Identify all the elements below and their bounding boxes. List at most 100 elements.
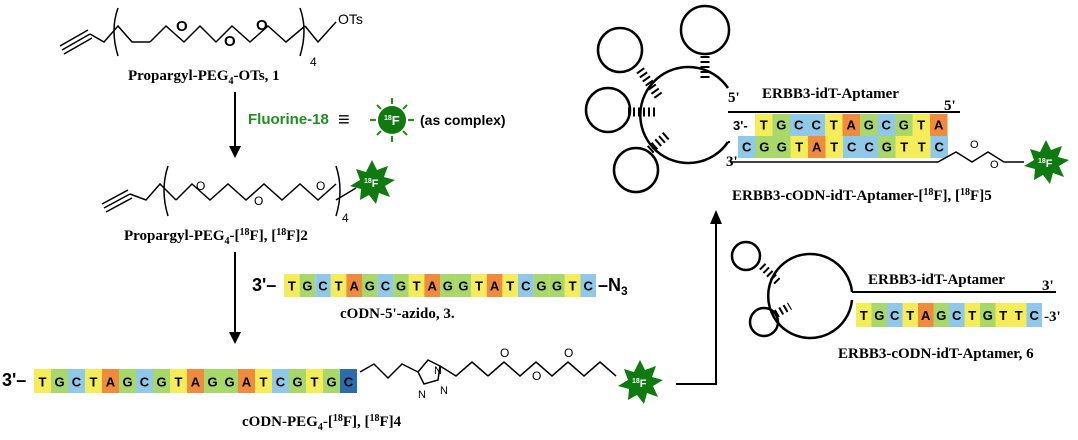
base-tile-C [860,136,878,158]
base-tile-C [518,274,534,297]
base-tile-A [842,114,860,136]
base-letter: A [934,118,944,133]
base-tile-T [964,303,980,327]
base-letter: C [952,308,962,323]
base-tile-C [887,303,903,327]
base-tile-G [221,369,238,393]
base-letter: G [899,118,909,133]
base-letter: T [506,279,514,294]
base-tile-A [424,274,440,297]
base-tile-G [393,274,409,297]
base-letter: G [302,279,312,294]
base-letter: G [396,279,406,294]
aptamer5-5prime-left: 5' [728,90,740,106]
base-letter: C [794,118,804,133]
base-tile-A [808,136,826,158]
base-tile-A [486,274,503,297]
base-letter: C [882,118,892,133]
base-tile-G [440,274,456,297]
base-letter: T [830,118,838,133]
base-letter: G [365,279,375,294]
base-tile-T [895,136,913,158]
triple-bond-symbol: ≡ [338,109,350,131]
base-letter: T [918,140,926,155]
base-tile-G [895,114,913,136]
tosylate-group: OTs [338,11,363,27]
base-tile-G [860,114,878,136]
fluorine-18-badge: 18F [370,98,414,142]
base-letter: T [311,374,319,389]
base-letter: G [759,140,769,155]
base-letter: G [777,140,787,155]
base-letter: T [39,374,47,389]
base-tile-C [949,303,965,327]
base-tile-G [153,369,170,393]
base-tile-G [51,369,68,393]
base-letter: G [552,279,562,294]
aptamer5-linker [730,151,1024,163]
svg-text:18F: 18F [632,378,647,390]
complex-note: (as complex) [420,112,506,128]
ether-o-7: O [500,346,509,360]
arrow-step-3 [676,220,717,385]
base-letter: G [224,374,234,389]
base-letter: T [795,140,803,155]
base-letter: T [1015,308,1023,323]
base-letter: T [906,308,914,323]
base-letter: A [428,279,438,294]
aptamer-5-structure [584,4,960,194]
base-letter: T [175,374,183,389]
base-tile-A [187,369,204,393]
ether-o-3: O [256,17,268,34]
base-tile-C [272,369,289,393]
repeat-count-1: 4 [310,55,317,69]
base-letter: C [847,140,857,155]
base-letter: T [999,308,1007,323]
base-tile-T [408,274,425,297]
aptamer6-suffix: -3' [1044,309,1061,325]
svg-text:18F: 18F [1038,158,1053,170]
base-letter: G [326,374,336,389]
aptamer5-row1-prefix: 3'- [733,118,748,133]
compound-6-label: ERBB3-cODN-idT-Aptamer, 6 [838,346,1034,362]
base-letter: G [207,374,217,389]
base-tile-T [330,274,347,297]
base-letter: C [1030,308,1040,323]
ether-o-9: O [564,346,573,360]
base-tile-C [340,369,357,393]
base-letter: G [936,308,946,323]
seq3-prime: 3'– [252,275,276,295]
base-tile-C [790,114,808,136]
base-tile-G [772,114,790,136]
f18-star-5: 18F [1024,140,1069,184]
base-tile-G [933,303,949,327]
aptamer-6-structure [730,240,1056,340]
triazole-n3: N [418,389,426,401]
base-tile-G [755,136,773,158]
ether-o-2: O [224,33,236,50]
base-letter: C [381,279,391,294]
base-tile-T [825,136,843,158]
base-letter: G [292,374,302,389]
svg-text:18F: 18F [364,178,379,190]
base-tile-T [34,369,51,393]
base-tile-A [346,274,362,297]
base-tile-G [871,303,887,327]
aptamer6-title: ERBB3-idT-Aptamer [868,272,1005,288]
base-letter: A [106,374,116,389]
arrow-head-1 [229,146,241,158]
base-tile-T [284,274,300,297]
compound-4-label: cODN-PEG4-[18F], [18F]4 [242,413,402,433]
base-letter: T [917,118,925,133]
repeat-count-2: 4 [342,211,349,225]
ether-o-10: O [970,139,979,151]
base-tile-C [738,136,756,158]
base-letter: G [443,279,453,294]
base-tile-G [533,274,550,297]
base-tile-G [362,274,378,297]
compound-1-structure [59,7,337,57]
base-tile-G [323,369,340,393]
